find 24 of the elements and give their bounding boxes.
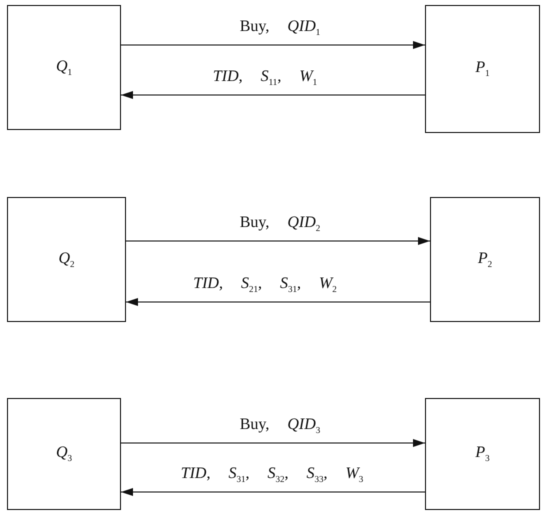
edge-label: Buy, QID$_{3}$	[240, 416, 320, 435]
node-label: P$_{1}$	[475, 59, 490, 79]
edge-label: TID, S$_{31}$, S$_{32}$, S$_{33}$, W$_{3}$	[180, 464, 364, 484]
node-label: P$_{2}$	[478, 250, 492, 270]
edge-label: Buy, QID$_{1}$	[240, 18, 320, 37]
process-box	[7, 5, 121, 130]
node-label: Q$_{2}$	[58, 250, 75, 270]
process-box	[430, 197, 540, 322]
arrow	[120, 91, 426, 99]
node-label: Q$_{3}$	[56, 444, 72, 464]
process-box	[7, 197, 126, 322]
node-label: Q$_{1}$	[56, 58, 72, 78]
arrow	[126, 237, 430, 245]
node-label: P$_{3}$	[475, 444, 490, 464]
edge-label: TID, S$_{21}$, S$_{31}$, W$_{2}$	[193, 274, 337, 294]
arrow	[120, 41, 426, 49]
process-box	[425, 5, 540, 133]
edge-label: Buy, QID$_{2}$	[240, 214, 320, 233]
arrow	[120, 439, 426, 447]
arrow	[126, 298, 430, 306]
arrow	[120, 488, 426, 496]
process-box	[425, 398, 540, 510]
process-box	[7, 398, 121, 510]
edge-label: TID, S$_{11}$, W$_{1}$	[212, 68, 318, 87]
